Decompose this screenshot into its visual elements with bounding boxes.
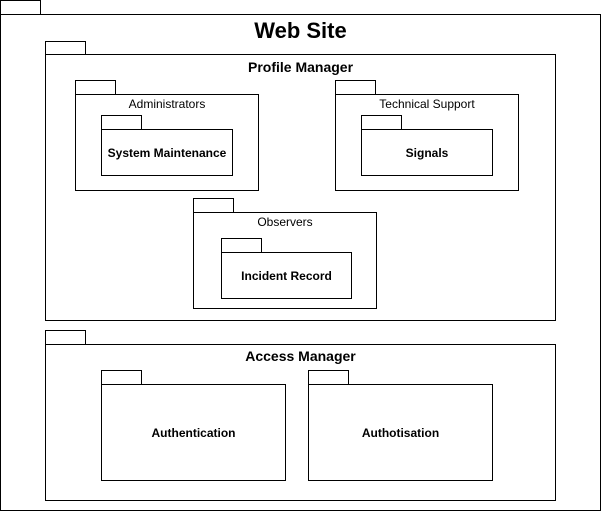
package-title-system-maintenance: System Maintenance [107, 145, 227, 160]
package-tab [193, 198, 234, 213]
package-title-access-manager: Access Manager [245, 348, 356, 364]
package-body: Signals [361, 129, 493, 176]
package-authentication: Authentication [101, 370, 286, 481]
package-body: Authotisation [308, 384, 493, 481]
package-tab [361, 115, 402, 130]
package-system-maintenance: System Maintenance [101, 115, 233, 176]
package-title-web-site: Web Site [254, 18, 347, 43]
package-title-observers: Observers [257, 215, 313, 229]
package-title-profile-manager: Profile Manager [247, 59, 354, 75]
package-tab [221, 238, 262, 253]
package-tab [45, 41, 86, 55]
package-authorisation: Authotisation [308, 370, 493, 481]
package-title-administrators: Administrators [128, 97, 206, 111]
package-title-signals: Signals [405, 145, 449, 160]
package-signals: Signals [361, 115, 493, 176]
package-tab [335, 80, 376, 95]
package-title-authentication: Authentication [151, 425, 236, 440]
package-body: Incident Record [221, 252, 352, 299]
package-title-technical-support: Technical Support [379, 97, 475, 111]
package-tab [0, 0, 41, 15]
package-tab [101, 115, 142, 130]
package-tab [45, 330, 86, 345]
package-body: System Maintenance [101, 129, 233, 176]
package-title-authorisation: Authotisation [361, 425, 440, 440]
package-incident-record: Incident Record [221, 238, 352, 299]
package-tab [101, 370, 142, 385]
package-tab [75, 80, 116, 95]
package-body: Authentication [101, 384, 286, 481]
package-title-incident-record: Incident Record [241, 268, 332, 283]
package-tab [308, 370, 349, 385]
